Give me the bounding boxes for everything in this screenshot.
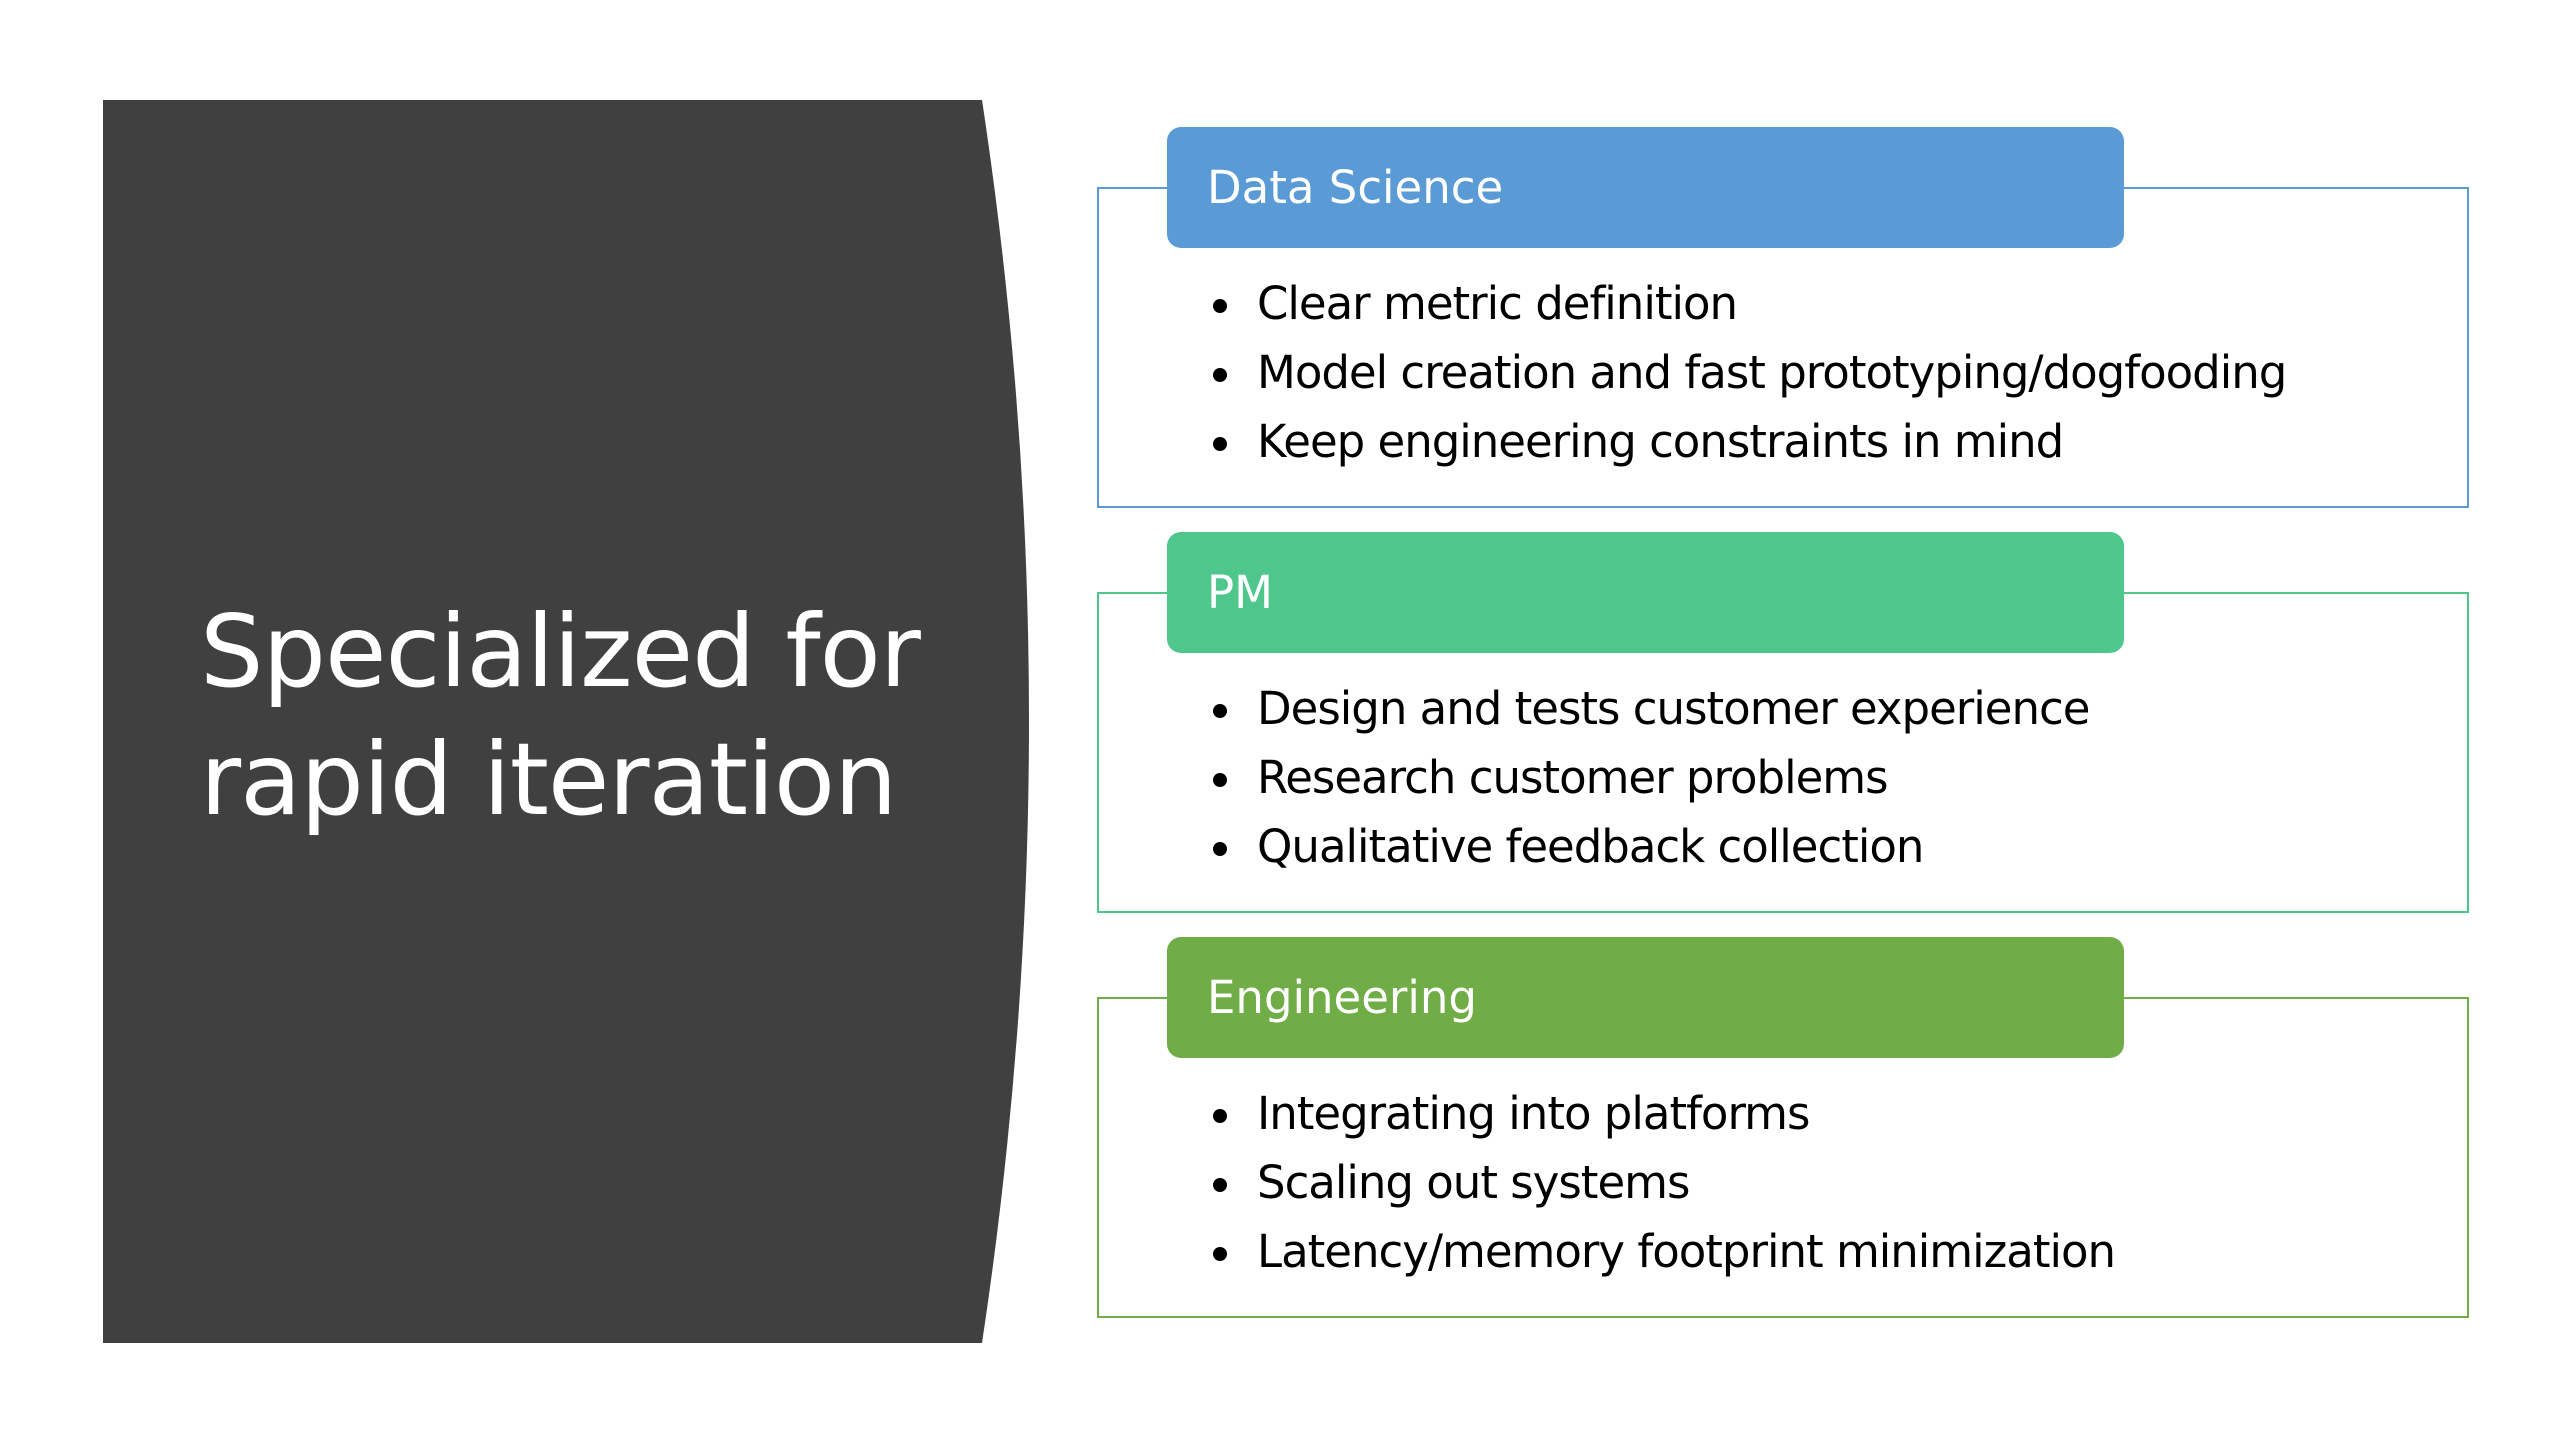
group-header-data-science: Data Science bbox=[1167, 127, 2124, 248]
group-pm: PM Design and tests customer experience … bbox=[1097, 532, 2469, 915]
slide-title-line-2: rapid iteration bbox=[200, 721, 897, 838]
list-item: Scaling out systems bbox=[1207, 1148, 2115, 1217]
bullet-list-engineering: Integrating into platforms Scaling out s… bbox=[1207, 1079, 2116, 1286]
group-data-science: Data Science Clear metric definition Mod… bbox=[1097, 127, 2469, 510]
list-item: Keep engineering constraints in mind bbox=[1207, 407, 2286, 476]
slide-title: Specialized for rapid iteration bbox=[200, 588, 960, 844]
list-item: Research customer problems bbox=[1207, 743, 2089, 812]
list-item: Integrating into platforms bbox=[1207, 1079, 2115, 1148]
slide-title-line-1: Specialized for bbox=[200, 593, 921, 710]
bullet-list-data-science: Clear metric definition Model creation a… bbox=[1207, 269, 2287, 476]
list-item: Model creation and fast prototyping/dogf… bbox=[1207, 338, 2287, 407]
bullet-list-pm: Design and tests customer experience Res… bbox=[1207, 674, 2090, 881]
list-item: Qualitative feedback collection bbox=[1207, 812, 2089, 881]
group-engineering: Engineering Integrating into platforms S… bbox=[1097, 937, 2469, 1320]
group-header-pm: PM bbox=[1167, 532, 2124, 653]
list-item: Clear metric definition bbox=[1207, 269, 2286, 338]
list-item: Latency/memory footprint minimization bbox=[1207, 1217, 2116, 1286]
list-item: Design and tests customer experience bbox=[1207, 674, 2090, 743]
group-header-engineering: Engineering bbox=[1167, 937, 2124, 1058]
